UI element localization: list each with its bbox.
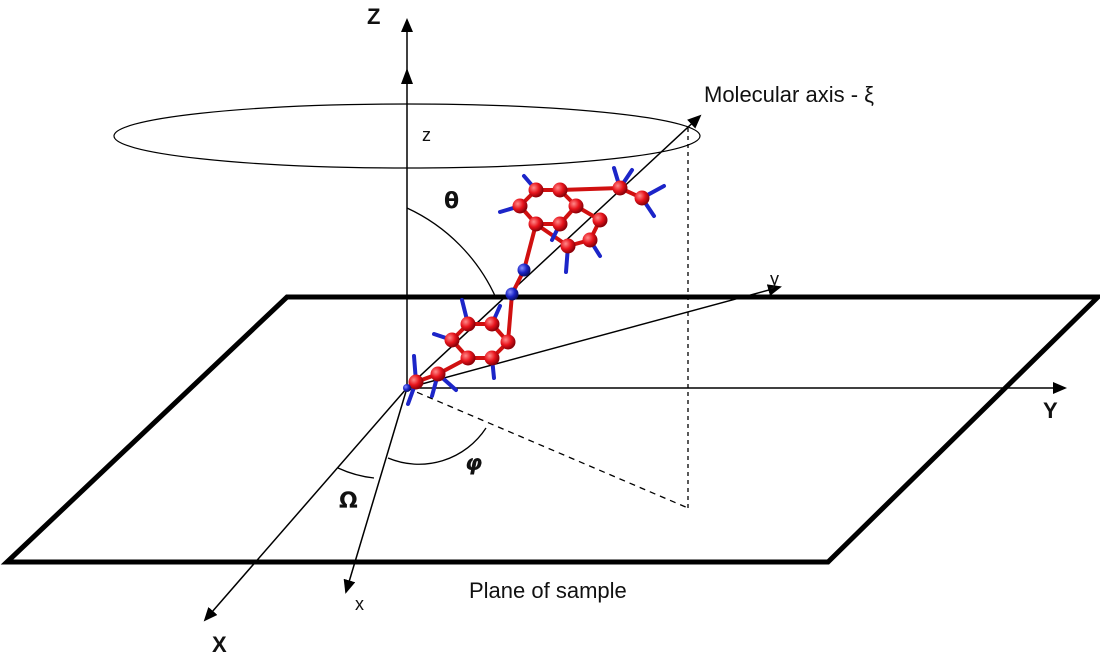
carbon-atom xyxy=(500,334,516,350)
carbon-atom xyxy=(552,182,568,198)
label-Y: Y xyxy=(1043,398,1058,423)
projection-plane-dashed xyxy=(406,387,689,509)
nitrogen-atom xyxy=(505,287,519,301)
molecule-model xyxy=(403,166,666,406)
label-omega: Ω xyxy=(339,489,358,514)
carbon-atom xyxy=(552,216,568,232)
carbon-atom xyxy=(484,350,500,366)
phi-arc xyxy=(387,427,487,465)
label-y: y xyxy=(770,269,779,289)
origin-atom xyxy=(403,384,411,392)
carbon-atom xyxy=(560,238,576,254)
carbon-atom xyxy=(634,190,650,206)
carbon-atom xyxy=(612,180,628,196)
label-Z: Z xyxy=(367,4,380,29)
label-X: X xyxy=(212,632,227,656)
carbon-atom xyxy=(460,316,476,332)
carbon-atom xyxy=(512,198,528,214)
carbon-atom xyxy=(484,316,500,332)
bond xyxy=(506,292,514,344)
carbon-atom xyxy=(460,350,476,366)
label-molecular-axis: Molecular axis - ξ xyxy=(704,82,874,107)
carbon-atom xyxy=(528,182,544,198)
label-z: z xyxy=(422,125,431,145)
nitrogen-atom xyxy=(517,263,531,277)
molecule-x-axis-line xyxy=(343,387,408,594)
sample-plane xyxy=(0,294,1100,565)
label-plane-of-sample: Plane of sample xyxy=(469,578,627,603)
omega-arc xyxy=(337,467,375,479)
bond xyxy=(522,222,538,272)
carbon-atom xyxy=(568,198,584,214)
molecule-y-axis-line xyxy=(406,284,782,389)
carbon-atom xyxy=(430,366,446,382)
label-theta: θ xyxy=(444,189,459,214)
label-phi: φ xyxy=(465,451,482,476)
carbon-atom xyxy=(592,212,608,228)
carbon-atom xyxy=(408,374,424,390)
carbon-atom xyxy=(582,232,598,248)
carbon-atom xyxy=(528,216,544,232)
z-axis-mid-arrow xyxy=(401,68,413,84)
x-axis-line xyxy=(203,387,408,622)
theta-arc xyxy=(406,207,497,299)
label-x: x xyxy=(355,594,364,614)
bond xyxy=(558,186,622,192)
carbon-atom xyxy=(444,332,460,348)
